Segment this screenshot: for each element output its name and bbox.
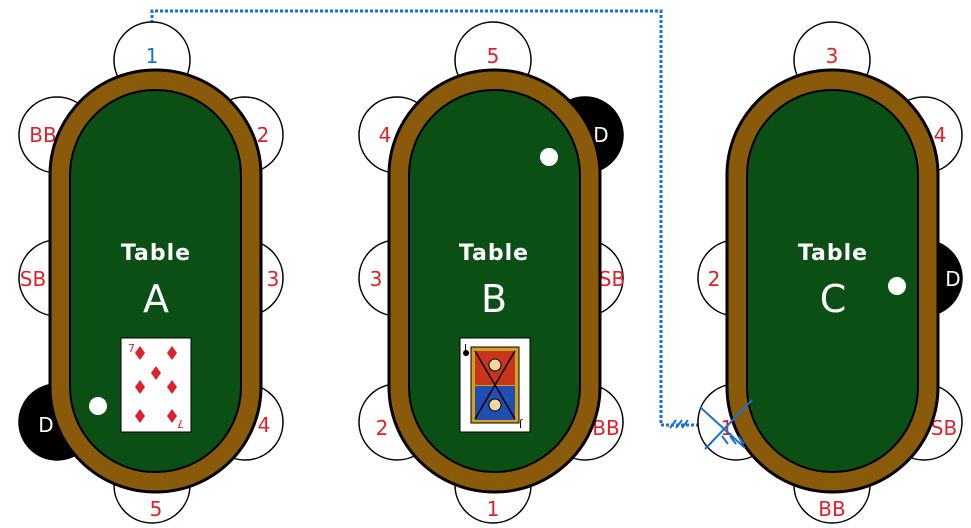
seat-label: BB xyxy=(592,416,619,440)
table-felt xyxy=(408,89,581,473)
seat-label: BB xyxy=(29,123,56,147)
dealer-button-icon xyxy=(89,397,107,415)
table-a: 1 BB 2 SB 3 D 4 5 xyxy=(18,21,284,524)
seat-label: 1 xyxy=(487,497,500,521)
table-word: Table xyxy=(459,241,529,266)
table-word: Table xyxy=(798,241,868,266)
seven-of-diamonds-card-icon: 7 7 xyxy=(120,337,192,433)
table-letter: A xyxy=(143,277,169,321)
table-word: Table xyxy=(121,241,191,266)
player-move-path xyxy=(150,9,700,427)
seat-label: BB xyxy=(818,497,845,521)
table-felt xyxy=(746,89,919,473)
svg-text:7: 7 xyxy=(128,342,135,355)
seat-label: 4 xyxy=(258,413,271,437)
seat-label: 2 xyxy=(708,267,721,291)
svg-text:7: 7 xyxy=(177,417,184,430)
seat-label: 1 xyxy=(146,44,159,68)
svg-text:J: J xyxy=(463,343,467,354)
table-felt xyxy=(69,89,242,473)
seat-label: 2 xyxy=(376,416,389,440)
seat-label: 3 xyxy=(370,267,383,291)
seat-label: 5 xyxy=(487,44,500,68)
seat-label: SB xyxy=(599,267,625,291)
seat-label: SB xyxy=(931,416,957,440)
seat-label: 5 xyxy=(150,497,163,521)
table-c: 3 4 2 D 1 SB BB Table C xyxy=(697,21,963,524)
dealer-label: D xyxy=(38,413,53,437)
seat-label: 2 xyxy=(257,123,270,147)
dealer-label: D xyxy=(945,267,960,291)
seat-label: 4 xyxy=(379,123,392,147)
svg-text:J: J xyxy=(519,418,523,429)
table-letter: C xyxy=(820,277,847,321)
seat-label: 3 xyxy=(267,267,280,291)
dealer-button-icon xyxy=(888,277,906,295)
dealer-label: D xyxy=(593,123,608,147)
jack-of-clubs-card-icon: J J xyxy=(459,337,531,433)
arrival-marker-icon xyxy=(669,399,753,450)
table-b: 5 4 D 3 SB 2 BB 1 Ta xyxy=(358,21,625,524)
seat-label: SB xyxy=(20,267,46,291)
dealer-button-icon xyxy=(540,148,558,166)
table-letter: B xyxy=(481,277,507,321)
seat-label: 4 xyxy=(934,123,947,147)
seat-label: 3 xyxy=(826,44,839,68)
